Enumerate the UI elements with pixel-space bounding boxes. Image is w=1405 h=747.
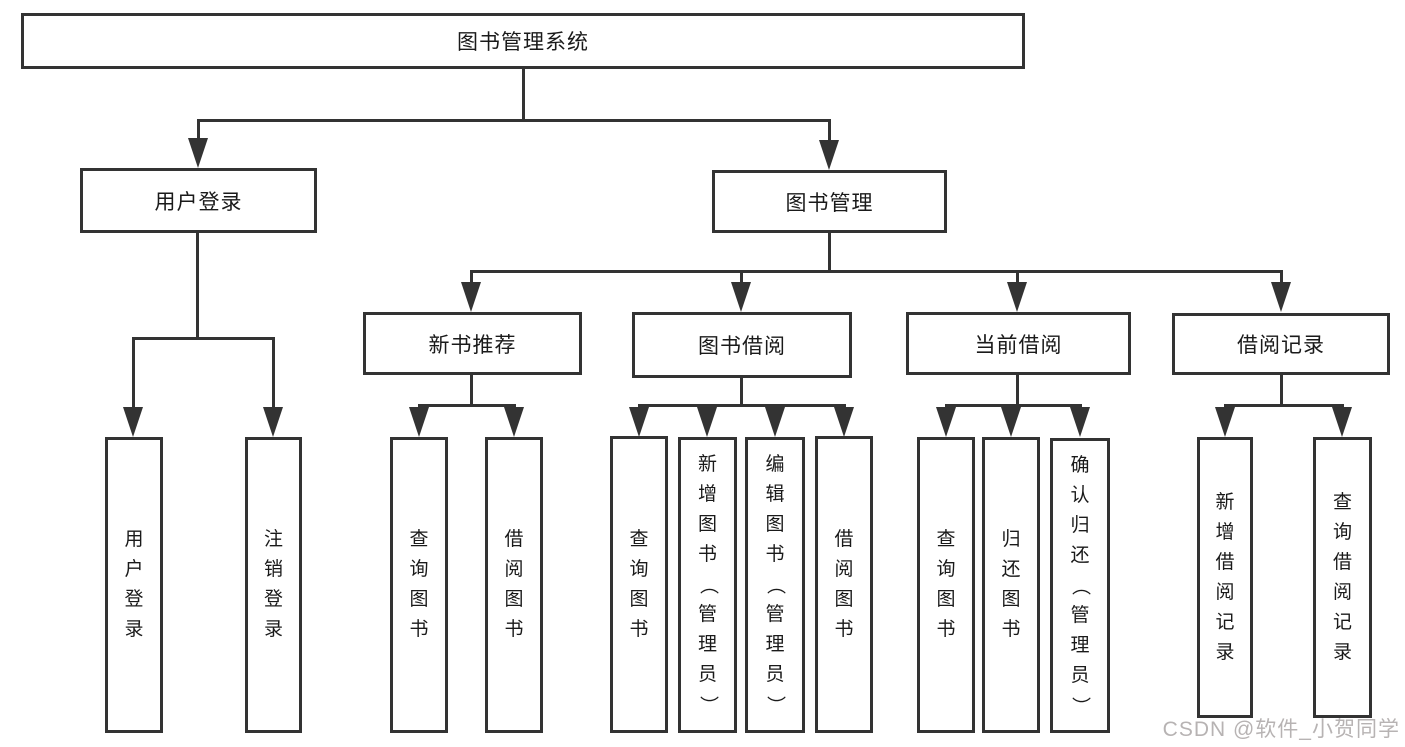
leaf-label: 用户登录 (124, 529, 144, 640)
connector-book-borrowing-bus (638, 404, 845, 407)
connector-to-user-login (197, 119, 200, 141)
leaf-label: 确认归还（管理员） (1069, 454, 1091, 716)
arrowhead-down-icon (1070, 407, 1090, 437)
node-book-borrowing: 图书借阅 (632, 312, 852, 378)
connector-to-book-management (828, 119, 831, 143)
connector-current-borrowing-stem (1016, 375, 1019, 406)
leaf-logout: 注销登录 (245, 437, 302, 733)
node-label: 图书借阅 (698, 335, 786, 358)
leaf-user-login: 用户登录 (105, 437, 163, 733)
connector-borrow-records-bus (1224, 404, 1344, 407)
connector-to-new-book (470, 270, 473, 284)
arrowhead-down-icon (188, 138, 208, 168)
leaf-label: 借阅图书 (834, 528, 854, 640)
leaf-label: 查询图书 (629, 528, 649, 640)
leaf-label: 查询图书 (409, 529, 429, 640)
watermark-csdn: CSDN @软件_小贺同学 (1162, 718, 1400, 741)
leaf-borrow-books: 借阅图书 (815, 436, 873, 733)
node-label: 当前借阅 (974, 333, 1063, 357)
leaf-add-books-admin: 新增图书（管理员） (678, 437, 737, 733)
arrowhead-down-icon (1007, 282, 1027, 312)
arrowhead-down-icon (504, 407, 524, 437)
leaf-label: 查询图书 (936, 529, 956, 640)
node-library-management-system: 图书管理系统 (21, 13, 1025, 69)
leaf-query-books-recommend: 查询图书 (390, 437, 448, 733)
leaf-edit-books-admin: 编辑图书（管理员） (745, 437, 805, 733)
connector-book-mgmt-stem (828, 233, 831, 272)
arrowhead-down-icon (765, 407, 785, 437)
leaf-label: 注销登录 (263, 529, 283, 640)
arrowhead-down-icon (1215, 407, 1235, 437)
connector-to-leaf-logout (272, 337, 275, 409)
connector-to-book-borrowing (740, 270, 743, 284)
arrowhead-down-icon (461, 282, 481, 312)
leaf-label: 新增图书（管理员） (697, 454, 719, 715)
arrowhead-down-icon (123, 407, 143, 437)
node-book-management: 图书管理 (712, 170, 947, 233)
arrowhead-down-icon (731, 282, 751, 312)
node-label: 图书管理 (785, 191, 874, 215)
connector-user-login-bus (132, 337, 275, 340)
node-label: 用户登录 (154, 190, 243, 214)
leaf-query-borrow-record: 查询借阅记录 (1313, 437, 1372, 718)
connector-new-book-bus (418, 404, 515, 407)
arrowhead-down-icon (409, 407, 429, 437)
arrowhead-down-icon (1001, 407, 1021, 437)
connector-new-book-stem (470, 375, 473, 406)
node-current-borrowing: 当前借阅 (906, 312, 1131, 375)
node-user-login: 用户登录 (80, 168, 317, 233)
arrowhead-down-icon (629, 407, 649, 437)
leaf-confirm-return-admin: 确认归还（管理员） (1050, 438, 1110, 733)
arrowhead-down-icon (936, 407, 956, 437)
arrowhead-down-icon (1332, 407, 1352, 437)
leaf-label: 编辑图书（管理员） (764, 454, 786, 715)
leaf-borrow-books-recommend: 借阅图书 (485, 437, 543, 733)
arrowhead-down-icon (819, 140, 839, 170)
connector-to-borrow-records (1280, 270, 1283, 284)
connector-level2-bus (197, 119, 830, 122)
leaf-return-books: 归还图书 (982, 437, 1040, 733)
leaf-label: 借阅图书 (504, 529, 524, 640)
connector-level3-bus (470, 270, 1282, 273)
leaf-label: 归还图书 (1001, 529, 1021, 640)
leaf-label: 新增借阅记录 (1215, 491, 1235, 663)
connector-to-current-borrowing (1016, 270, 1019, 284)
node-label: 新书推荐 (428, 333, 517, 357)
arrowhead-down-icon (697, 407, 717, 437)
leaf-add-borrow-record: 新增借阅记录 (1197, 437, 1253, 718)
leaf-query-books-current: 查询图书 (917, 437, 975, 733)
arrowhead-down-icon (263, 407, 283, 437)
connector-user-login-stem (196, 233, 199, 339)
node-label: 图书管理系统 (457, 31, 589, 54)
node-label: 借阅记录 (1237, 334, 1325, 357)
arrowhead-down-icon (1271, 282, 1291, 312)
connector-book-borrowing-stem (740, 378, 743, 406)
arrowhead-down-icon (834, 407, 854, 437)
connector-to-leaf-user-login (132, 337, 135, 409)
connector-borrow-records-stem (1280, 375, 1283, 406)
connector-current-borrowing-bus (945, 404, 1081, 407)
connector-root-stem (522, 69, 525, 121)
leaf-query-books-borrowing: 查询图书 (610, 436, 668, 733)
node-borrow-records: 借阅记录 (1172, 313, 1390, 375)
node-new-book-recommend: 新书推荐 (363, 312, 582, 375)
leaf-label: 查询借阅记录 (1332, 491, 1352, 663)
